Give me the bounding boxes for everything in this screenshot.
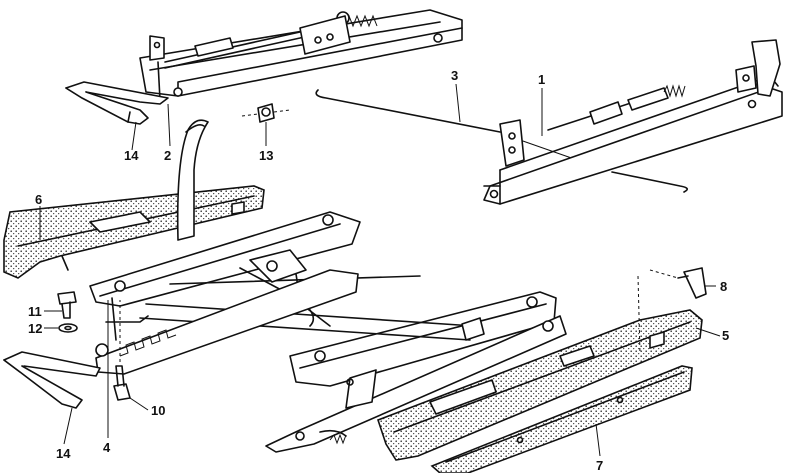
callout-labels: 1 2 3 4 5 6 7 8 10 11 12 13 14 14 (28, 68, 729, 473)
callout-14-upper: 14 (124, 148, 139, 163)
callout-10: 10 (151, 403, 165, 418)
callout-4: 4 (103, 440, 111, 455)
right-seat-rail-part-1 (483, 39, 783, 205)
callout-5: 5 (722, 328, 729, 343)
seat-frame-assembly (89, 211, 567, 453)
upper-left-seat-rail (139, 9, 463, 101)
callout-6: 6 (35, 192, 42, 207)
callout-leaders (39, 83, 721, 457)
callout-3: 3 (451, 68, 458, 83)
bolt-part-11 (57, 291, 77, 319)
clip-part-13 (241, 103, 291, 123)
lower-release-handle (3, 351, 101, 409)
callout-1: 1 (538, 72, 545, 87)
washer-part-12 (58, 323, 78, 333)
push-fastener-part-8 (649, 267, 707, 299)
callout-13: 13 (259, 148, 273, 163)
callout-7: 7 (596, 458, 603, 473)
callout-12: 12 (28, 321, 42, 336)
right-trim-cover-part-5 (376, 275, 703, 461)
lower-trim-cover-part-7 (430, 365, 693, 473)
callout-14-lower: 14 (56, 446, 71, 461)
upper-release-handle (65, 81, 169, 125)
backrest-strut (176, 119, 209, 241)
callout-11: 11 (28, 304, 42, 319)
callout-8: 8 (720, 279, 727, 294)
left-trim-cover-part-6 (3, 185, 265, 279)
callout-2: 2 (164, 148, 171, 163)
